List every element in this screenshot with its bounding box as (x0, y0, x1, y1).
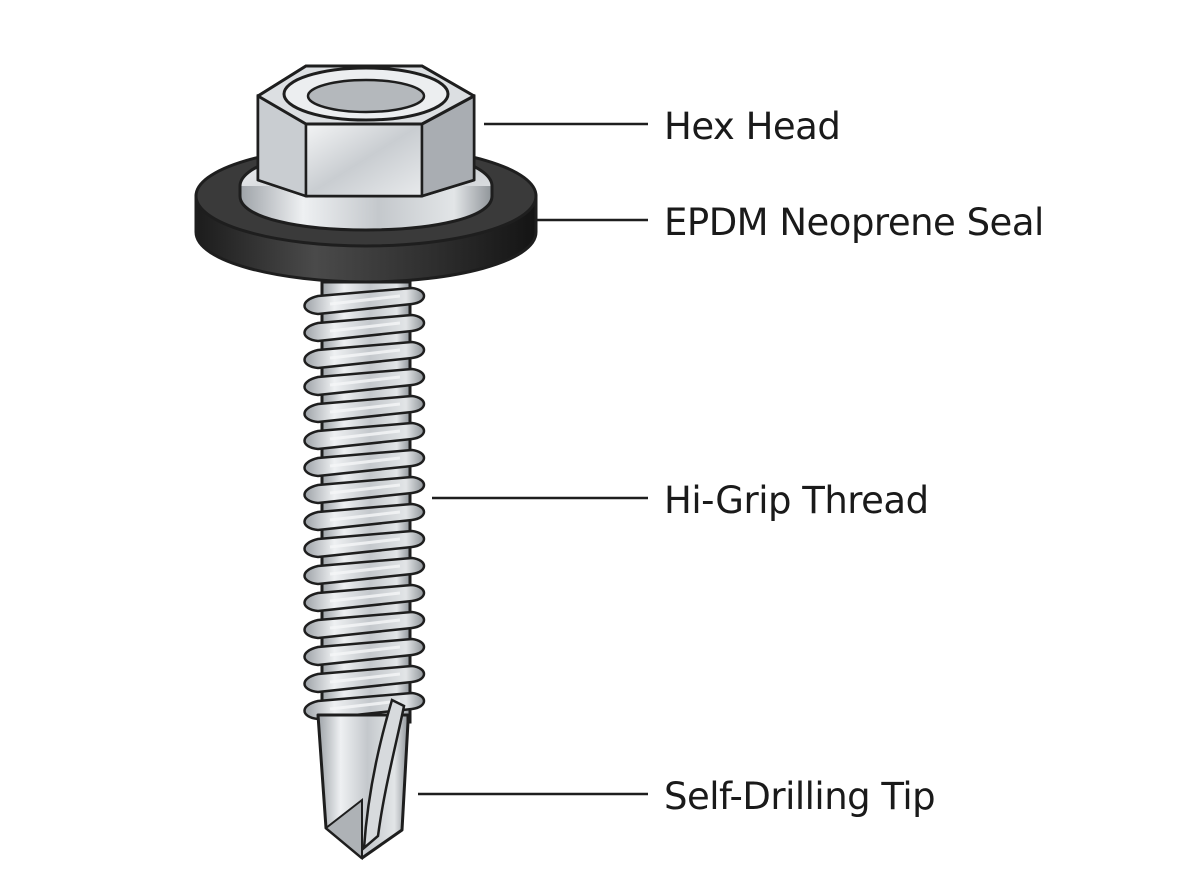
thread-highlight (329, 510, 401, 522)
thread-highlight (329, 591, 401, 603)
thread-highlight (329, 672, 401, 684)
thread-highlight (329, 294, 401, 306)
thread-highlight (329, 348, 401, 360)
thread-highlight (329, 402, 401, 414)
drill-flute (362, 698, 406, 851)
label-hi-grip-thread: Hi-Grip Thread (664, 479, 929, 522)
label-self-drilling-tip: Self-Drilling Tip (664, 775, 936, 818)
thread-group (303, 286, 426, 721)
hex-flange-rim (238, 186, 494, 232)
thread-highlight (329, 699, 401, 711)
hex-head-recess (306, 78, 426, 114)
thread-highlight (329, 429, 401, 441)
label-epdm-seal: EPDM Neoprene Seal (664, 201, 1044, 244)
thread-highlight (329, 456, 401, 468)
hex-head-facet-front (304, 122, 424, 198)
thread-highlight (329, 483, 401, 495)
label-hex-head: Hex Head (664, 105, 841, 148)
thread-highlight (329, 375, 401, 387)
thread-highlight (329, 645, 401, 657)
thread-highlight (329, 564, 401, 576)
thread-highlight (329, 537, 401, 549)
drill-edge (324, 797, 363, 861)
thread-highlight (329, 321, 401, 333)
thread-highlight (329, 618, 401, 630)
